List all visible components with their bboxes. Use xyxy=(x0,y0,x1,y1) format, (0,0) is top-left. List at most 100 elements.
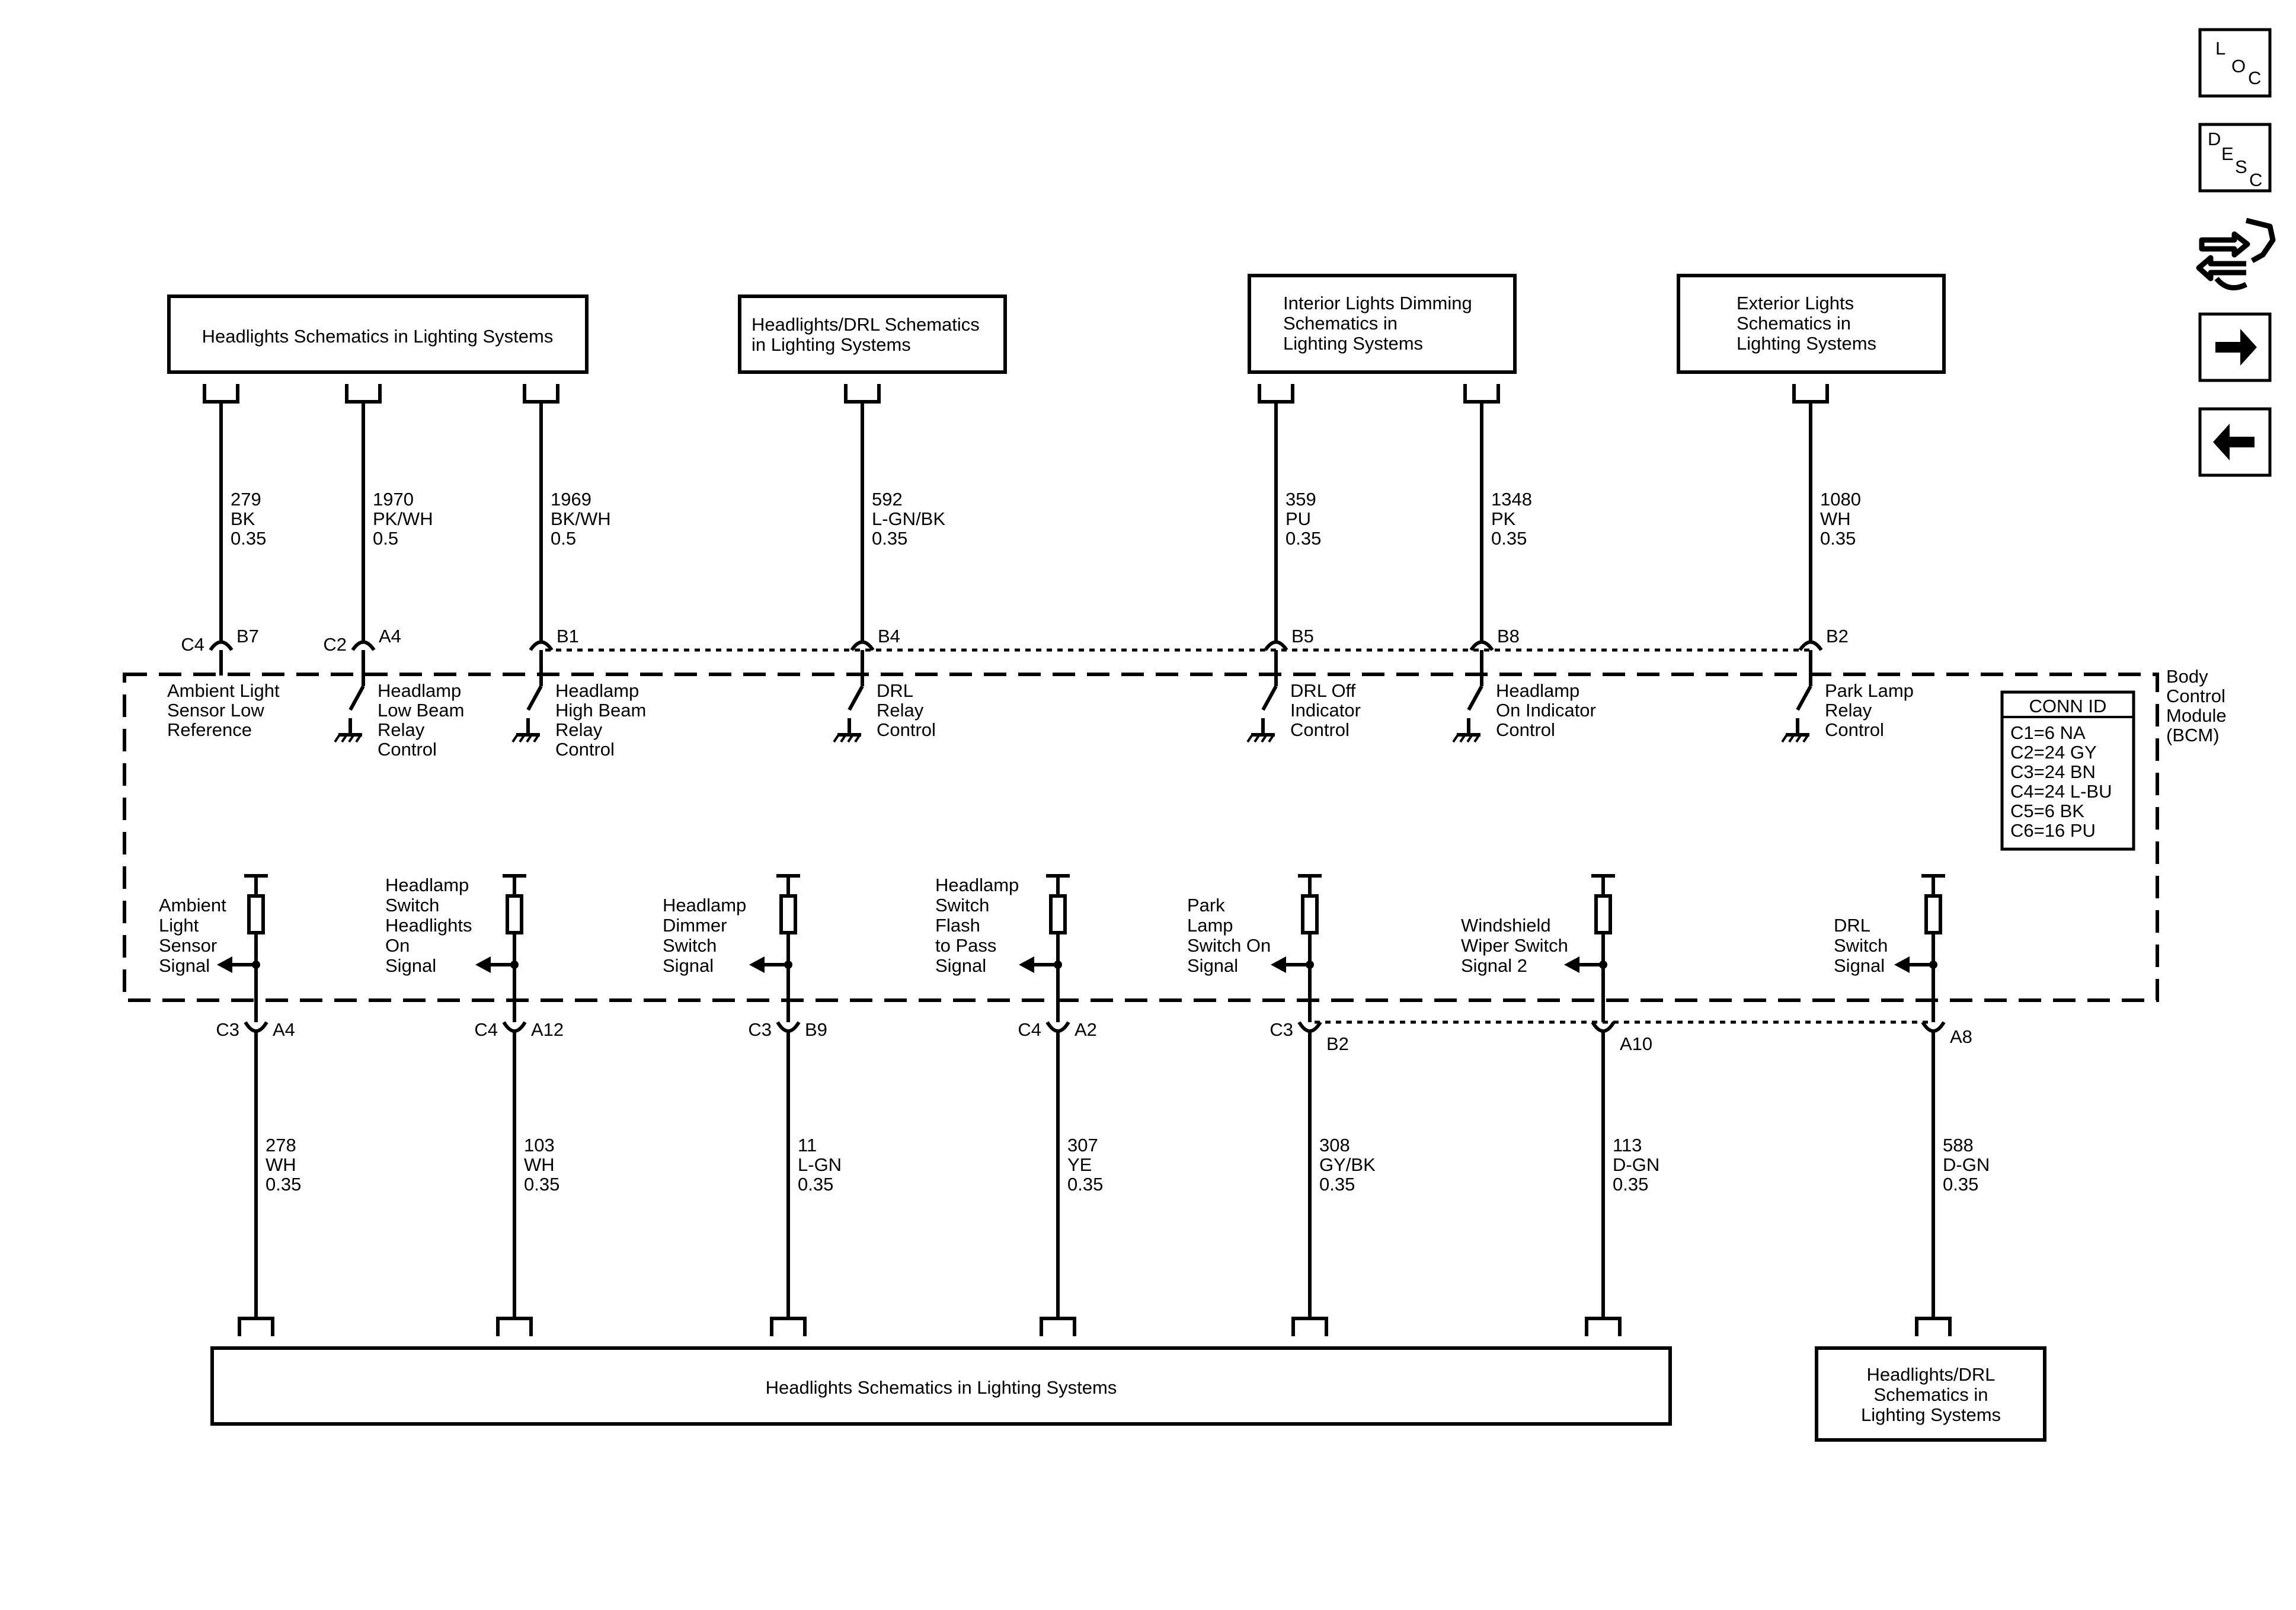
conn-id-row: C3=24 BN xyxy=(2010,761,2096,782)
circuit-label-line: Relay xyxy=(555,719,603,740)
connector-view-button[interactable] xyxy=(2196,217,2276,291)
wire-color: GY/BK xyxy=(1319,1154,1376,1175)
bcm-pin-connector xyxy=(1045,1021,1070,1033)
signal-label-line: Signal xyxy=(663,955,714,976)
loc-button[interactable]: L O C xyxy=(2198,28,2272,98)
wire-color: D-GN xyxy=(1613,1154,1659,1175)
ground-icon xyxy=(334,734,341,743)
pin-id: B5 xyxy=(1291,626,1314,646)
pin-id: A4 xyxy=(379,626,401,646)
circuit-label-line: Relay xyxy=(877,700,924,721)
top-module-headlights[interactable]: Headlights Schematics in Lighting System… xyxy=(167,295,589,374)
bcm-name-line: (BCM) xyxy=(2166,725,2220,745)
circuit-number: 1970 xyxy=(373,489,414,510)
ground-icon xyxy=(1452,734,1459,743)
ground-icon xyxy=(1795,734,1802,743)
switch-contact xyxy=(348,685,365,711)
bottom-module-label-line: Headlights/DRL xyxy=(1866,1364,1995,1385)
signal-label-line: Headlamp xyxy=(663,895,746,916)
conn-id-row: C5=6 BK xyxy=(2010,801,2084,821)
signal-label-line: Switch xyxy=(663,935,717,956)
wire-color: WH xyxy=(266,1154,296,1175)
signal-label-line: Light xyxy=(159,915,199,936)
wire-gauge: 0.35 xyxy=(1943,1174,1978,1195)
module-connector xyxy=(523,384,559,404)
conn-id-row: C4=24 L-BU xyxy=(2010,781,2112,802)
resistor-icon xyxy=(779,894,797,934)
ground-icon xyxy=(1459,734,1466,743)
conn-id-row: C2=24 GY xyxy=(2010,742,2097,763)
resistor-icon xyxy=(1049,894,1067,934)
module-connector xyxy=(1463,384,1500,404)
desc-button[interactable]: D E S C xyxy=(2198,123,2272,193)
ground-icon xyxy=(533,734,540,743)
circuit-number: 308 xyxy=(1319,1135,1350,1156)
signal-label-line: Signal xyxy=(385,955,436,976)
circuit-label-line: Ambient Light xyxy=(167,680,280,701)
module-connector xyxy=(1585,1317,1622,1336)
bcm-name-line: Body xyxy=(2166,666,2208,687)
signal-arrow-icon xyxy=(217,956,232,973)
switch-contact xyxy=(1467,685,1483,711)
ground-icon xyxy=(847,734,854,743)
next-button[interactable] xyxy=(2198,312,2272,382)
wire-gauge: 0.35 xyxy=(266,1174,301,1195)
circuit-label-line: Control xyxy=(555,739,615,760)
resistor-icon xyxy=(1924,894,1942,934)
pin-id: A10 xyxy=(1620,1033,1652,1054)
circuit-label-line: DRL Off xyxy=(1290,680,1356,701)
wire-color: BK/WH xyxy=(551,508,611,529)
ground-icon xyxy=(341,734,348,743)
circuit-number: 1348 xyxy=(1491,489,1532,510)
wire-color: WH xyxy=(524,1154,555,1175)
signal-label-line: Switch xyxy=(385,895,439,916)
loc-letter-l: L xyxy=(2215,38,2225,59)
bcm-pin-connector xyxy=(209,640,234,651)
ground-icon xyxy=(1246,734,1253,743)
pin-id: B1 xyxy=(557,626,579,646)
wire-color: PK/WH xyxy=(373,508,433,529)
circuit-number: 592 xyxy=(872,489,903,510)
circuit-label-line: High Beam xyxy=(555,700,646,721)
circuit-number: 307 xyxy=(1067,1135,1098,1156)
pin-id: A2 xyxy=(1075,1019,1097,1040)
loc-letter-o: O xyxy=(2231,56,2246,76)
signal-label-line: Signal xyxy=(935,955,986,976)
signal-label-line: Signal xyxy=(159,955,210,976)
circuit-label-line: Control xyxy=(1825,719,1884,740)
switch-contact xyxy=(526,685,543,711)
pin-id: B9 xyxy=(805,1019,827,1040)
ground-icon xyxy=(1466,734,1473,743)
circuit-label-line: Control xyxy=(1290,719,1350,740)
wire-gauge: 0.5 xyxy=(373,528,398,549)
signal-label-line: Switch xyxy=(935,895,989,916)
signal-label-line: Signal xyxy=(1187,955,1238,976)
circuit-label-line: Reference xyxy=(167,719,252,740)
bcm-name-line: Module xyxy=(2166,705,2227,726)
previous-button[interactable] xyxy=(2198,407,2272,477)
bcm-pin-connector xyxy=(850,640,875,651)
bcm-pin-connector xyxy=(1264,640,1288,651)
wire-color: WH xyxy=(1820,508,1851,529)
wire-gauge: 0.35 xyxy=(1319,1174,1355,1195)
bottom-module-headlights[interactable]: Headlights Schematics in Lighting System… xyxy=(210,1346,1672,1426)
switch-contact xyxy=(1796,685,1812,711)
bottom-module-label-line: Lighting Systems xyxy=(1861,1404,2001,1425)
connector-id: C4 xyxy=(474,1019,498,1040)
circuit-label-line: On Indicator xyxy=(1496,700,1596,721)
top-module-label-line: Interior Lights Dimming xyxy=(1283,293,1472,313)
signal-label-line: Wiper Switch xyxy=(1461,935,1568,956)
top-module-headlights-label: Headlights Schematics in Lighting System… xyxy=(202,326,554,347)
